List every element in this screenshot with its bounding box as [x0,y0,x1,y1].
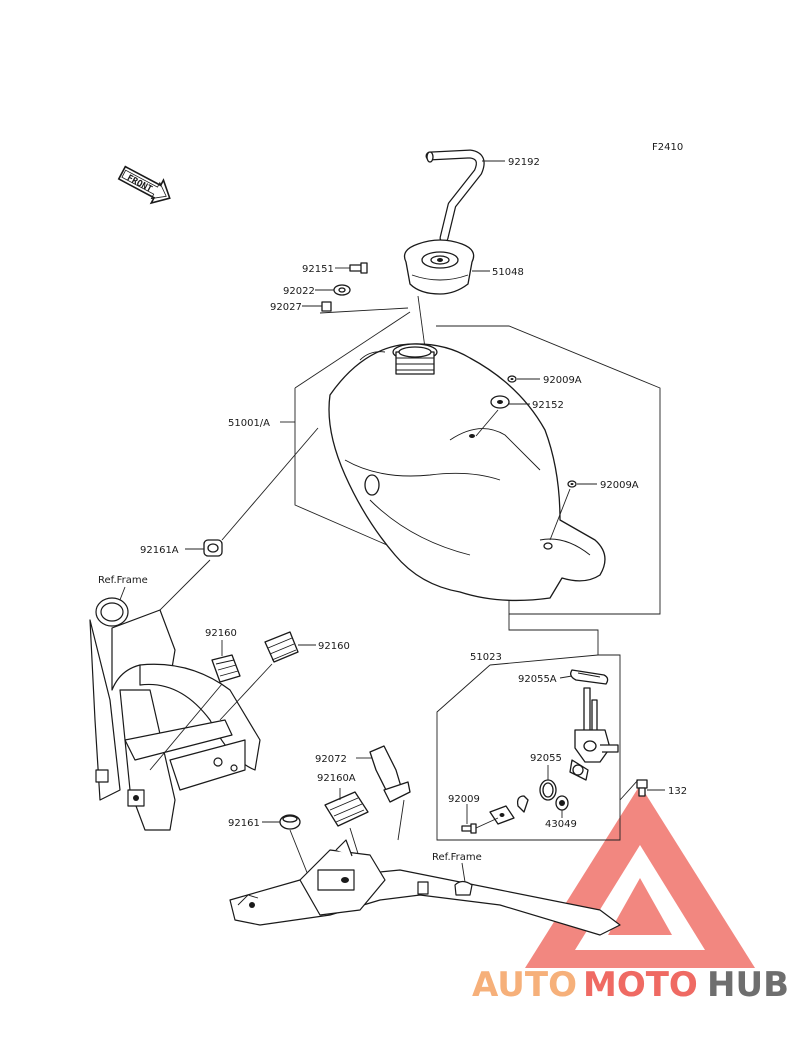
pad-92160-right [264,631,299,663]
pad-92160-left [211,654,241,683]
bolt-92009A-top [507,375,517,383]
label-51023: 51023 [470,652,502,663]
label-ref-frame-left: Ref.Frame [98,575,148,586]
band-92072 [369,745,411,803]
pad-92160A [324,791,369,827]
fuel-tank [328,343,606,602]
o-ring-92055 [539,779,557,801]
label-92161A: 92161A [140,545,179,556]
label-92055: 92055 [530,753,562,764]
label-92009A-top: 92009A [543,375,582,386]
damper-92161A [203,539,223,557]
collar-92027 [321,301,332,312]
bolt-92009A-rear [567,480,577,488]
clamp-fitting [489,795,529,825]
label-92192: 92192 [508,157,540,168]
watermark-hub: HUB [707,965,789,1005]
label-92027: 92027 [270,302,302,313]
label-92022: 92022 [283,286,315,297]
label-92151: 92151 [302,264,334,275]
screw-92009 [461,823,477,834]
breather-hose [425,149,485,243]
figure-code: F2410 [652,142,683,153]
label-51001A: 51001/A [228,418,270,429]
label-92160-left: 92160 [205,628,237,639]
watermark-text: AUTO MOTO HUB [472,965,789,1005]
watermark-auto: AUTO [472,965,577,1005]
label-92152: 92152 [532,400,564,411]
frame-bottom [229,839,621,936]
frame-left [89,597,261,831]
watermark-moto: MOTO [583,965,698,1005]
label-132: 132 [668,786,687,797]
label-92161: 92161 [228,818,260,829]
bolt-92151 [349,262,368,274]
bolt-132 [636,779,648,797]
gasket-92055A [570,669,609,685]
filter-43049 [555,795,569,811]
label-ref-frame-bottom: Ref.Frame [432,852,482,863]
label-92009: 92009 [448,794,480,805]
label-92009A-rear: 92009A [600,480,639,491]
front-arrow-icon: FRONT [117,165,171,205]
washer-92022 [333,284,351,296]
grommet-92152 [490,395,510,409]
label-92072: 92072 [315,754,347,765]
fuel-tap [569,687,619,781]
fuel-cap [403,239,475,295]
label-92160-right: 92160 [318,641,350,652]
label-51048: 51048 [492,267,524,278]
damper-92161 [279,814,301,830]
label-43049: 43049 [545,819,577,830]
label-92055A: 92055A [518,674,557,685]
watermark-logo [525,785,755,968]
label-92160A: 92160A [317,773,356,784]
